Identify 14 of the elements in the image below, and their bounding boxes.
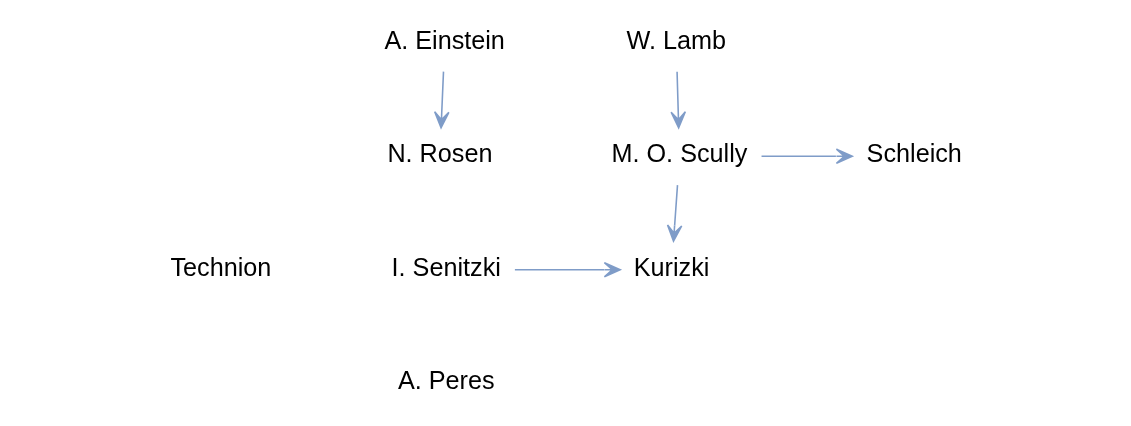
arrow — [666, 184, 682, 242]
node-text: Kurizki — [633, 252, 709, 281]
arrow — [513, 261, 621, 278]
arrow — [433, 70, 450, 129]
node-text: A. Einstein — [383, 25, 505, 54]
node-text: N. Rosen — [386, 139, 492, 168]
node-text: I. Senitzki — [391, 252, 501, 281]
node-text: A. Peres — [397, 366, 495, 395]
node-text: Schleich — [866, 139, 962, 168]
node-text: W. Lamb — [626, 25, 726, 54]
label: Technion — [169, 252, 271, 281]
arrow — [760, 148, 853, 165]
node-text: M. O. Scully — [611, 139, 747, 168]
arrow — [669, 70, 686, 129]
